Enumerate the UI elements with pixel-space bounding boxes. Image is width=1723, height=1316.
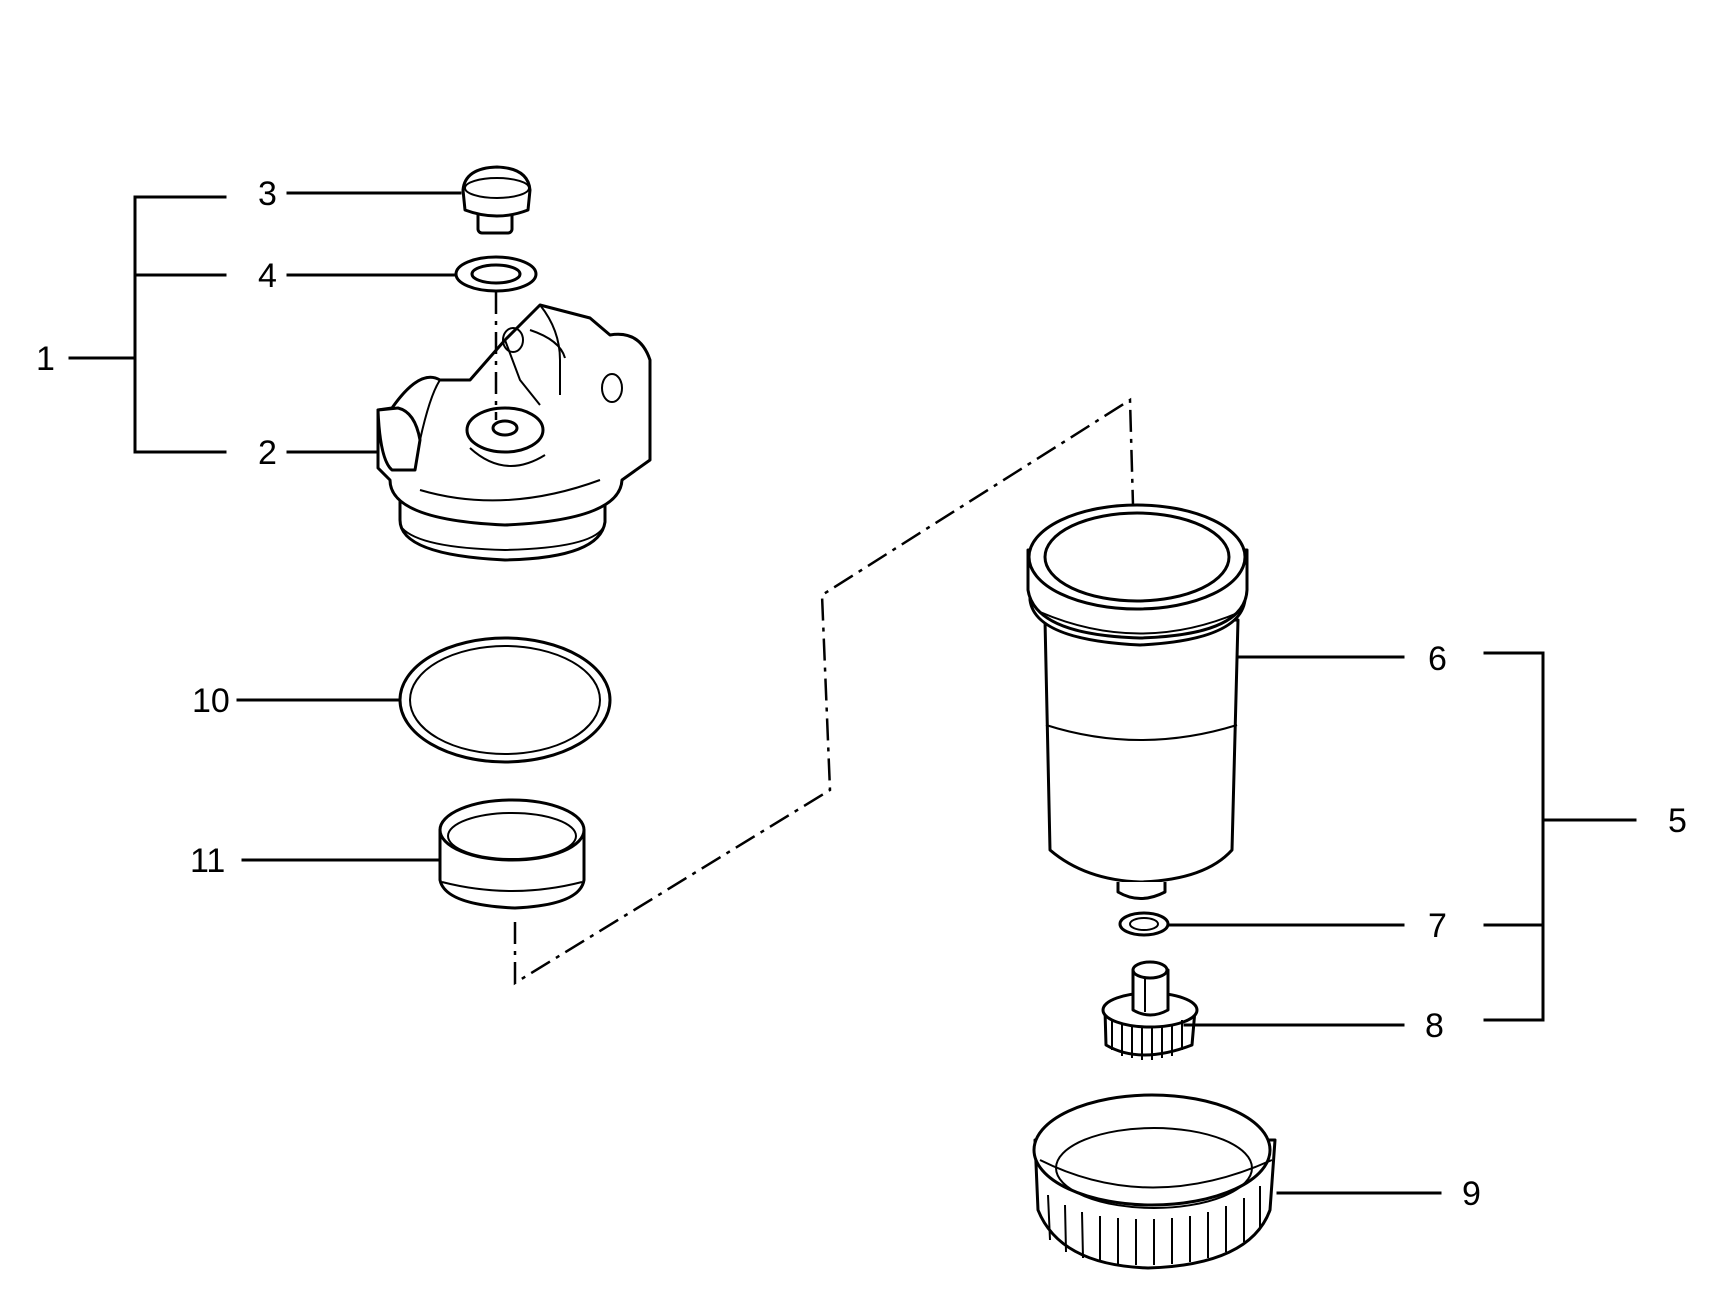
o-ring-part (398, 636, 612, 764)
seal-ring-part (438, 798, 586, 910)
callout-3: 3 (258, 175, 277, 213)
callout-8: 8 (1425, 1007, 1444, 1045)
ring-nut-part (1032, 1093, 1277, 1270)
callout-1: 1 (36, 340, 55, 378)
callout-7: 7 (1428, 907, 1447, 945)
assembly-path-line (513, 397, 1135, 986)
callout-11: 11 (190, 842, 225, 880)
small-o-ring-part (1118, 911, 1170, 937)
drain-plug-part (1101, 960, 1199, 1060)
filter-head-part (376, 303, 652, 562)
callout-6: 6 (1428, 640, 1447, 678)
assembly-bracket-5 (1483, 651, 1637, 1022)
plug-part (461, 165, 532, 235)
callout-9: 9 (1462, 1175, 1481, 1213)
callout-2: 2 (258, 434, 277, 472)
assembly-bracket-1 (68, 195, 227, 454)
washer-part (454, 255, 538, 293)
callout-5: 5 (1668, 802, 1687, 840)
callout-4: 4 (258, 257, 277, 295)
callout-10: 10 (192, 682, 230, 720)
filter-element-part (1026, 503, 1249, 900)
